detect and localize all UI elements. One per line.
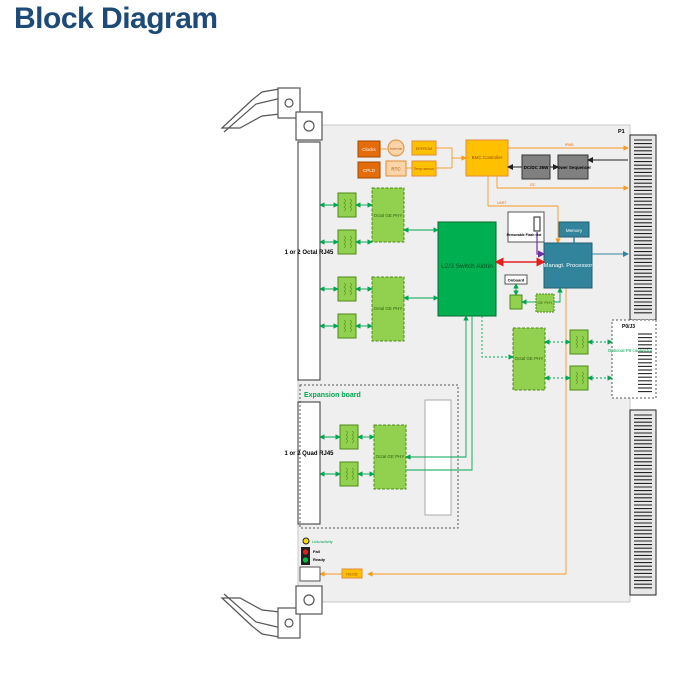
octal-ge-phy-3 — [512, 327, 546, 391]
bottom-ejector-handle — [220, 585, 323, 639]
power-sequencer-box — [557, 154, 589, 180]
optional-p0-label: Optional P0 connector — [608, 348, 653, 353]
optional-p0-label-text: Optional P0 connector — [608, 348, 653, 353]
p0-label: P0/J3 — [622, 324, 635, 330]
ge-phy-box — [535, 293, 555, 313]
magnetics-front — [337, 192, 589, 487]
i2c-label: I2C — [530, 183, 536, 187]
magnetics — [569, 365, 589, 391]
page-title: Block Diagram — [14, 2, 218, 35]
management-processor-label: Managt. Processor — [544, 263, 593, 269]
bmc-controller-label: BMC Controller — [472, 155, 503, 160]
memory-label: Memory — [566, 228, 583, 233]
temp-sensor-box — [411, 160, 437, 177]
ready-led — [302, 557, 309, 563]
rs232-box — [341, 568, 363, 579]
expansion-board-label: Expansion board — [304, 392, 361, 399]
management-bus-lines — [319, 145, 629, 577]
dcdc-label: DC/DC 35W — [524, 165, 550, 170]
magnetics — [339, 461, 359, 487]
j2-connector — [629, 409, 657, 596]
octal-rj45-block — [297, 141, 321, 381]
ethernet-links — [319, 202, 613, 477]
dcdc-box — [521, 154, 551, 180]
octal-ge-phy-1 — [371, 187, 405, 243]
ge-phy-label: GE PHY — [537, 300, 552, 305]
cpld-box — [357, 161, 381, 179]
onboard-label: Onboard — [508, 278, 525, 283]
link-activity-label: Link/activity — [312, 539, 333, 544]
magnetics — [339, 424, 359, 450]
serial-port — [299, 566, 321, 582]
temp-sensor-label: Temp sensor — [414, 167, 435, 171]
magnetics — [569, 329, 589, 355]
magnetics — [337, 192, 357, 218]
led-panel — [301, 547, 310, 565]
uart-label: UART — [497, 201, 507, 205]
clocks-label: Clocks — [362, 147, 376, 152]
removable-flash-label: Removable Flash slot — [507, 233, 543, 237]
eeprom-label: EEPROM — [416, 147, 432, 151]
top-ejector-handle — [220, 87, 323, 141]
ready-label: Ready — [313, 557, 326, 562]
octal-ge-phy-4 — [373, 424, 407, 490]
supercap-label: supercap — [390, 147, 403, 151]
supercap-circle — [387, 139, 405, 157]
p1-connector — [629, 134, 657, 321]
octal-rj45-label: 1 or 2 Octal RJ45 — [285, 250, 334, 256]
l23-switch-box — [437, 221, 497, 317]
p1-pins — [634, 139, 652, 314]
fail-led — [302, 549, 309, 555]
power-sequencer-label: Power Sequencer — [555, 165, 591, 170]
cpld-label: CPLD — [363, 168, 376, 173]
octal-ge-phy-2-label: Octal GE PHY — [374, 306, 403, 311]
link-activity-led — [302, 537, 310, 545]
quad-rj45-block — [297, 401, 321, 525]
l23-switch-label: L2/3 Switch Aldrin — [441, 263, 493, 270]
magnetics — [337, 276, 357, 302]
power-lines — [507, 157, 628, 170]
ipmb-label: IPMB — [565, 143, 574, 147]
magnetics — [337, 229, 357, 255]
ge-phy-processor-link — [554, 287, 563, 303]
octal-ge-phy-3-label: Octal GE PHY — [515, 356, 544, 361]
flash-card-icon — [533, 216, 541, 232]
rtc-label: RTC — [391, 167, 401, 172]
octal-ge-phy-2 — [371, 276, 405, 342]
onboard-magnetics — [509, 294, 523, 310]
octal-ge-phy-1-label: Octal GE PHY — [374, 213, 403, 218]
expansion-connector — [424, 399, 452, 516]
magnetics — [337, 313, 357, 339]
fail-label: Fail — [313, 549, 320, 554]
flash-processor-link — [536, 232, 546, 258]
rs232-label: RS232 — [346, 573, 358, 577]
j2-pins — [634, 414, 652, 589]
bmc-controller-box — [465, 139, 509, 177]
rtc-box — [385, 160, 407, 177]
p1-label: P1 — [618, 129, 625, 135]
management-processor-box — [543, 242, 593, 289]
p0-pins — [638, 333, 652, 393]
quad-rj45-label: 1 or 2 Quad RJ45 — [284, 451, 334, 457]
octal-ge-phy-4-label: Octal GE PHY — [376, 454, 405, 459]
magnetics-coils — [343, 198, 584, 481]
